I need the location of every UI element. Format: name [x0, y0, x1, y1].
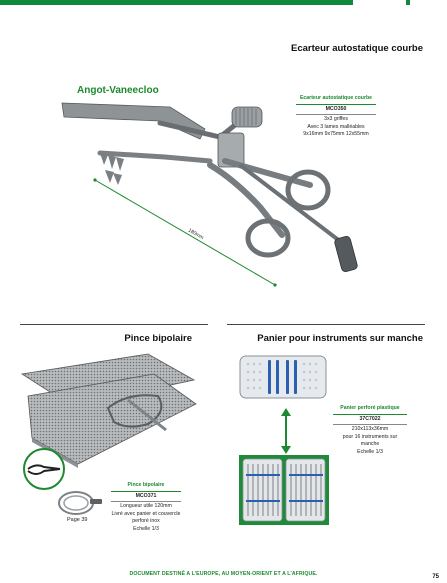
- top-brand-tick: [406, 0, 410, 5]
- basket-spec-heading: Panier perforé plastique: [333, 405, 407, 415]
- bipolar-tip-detail-icon: [23, 448, 65, 490]
- bipolar-spec-reference: MCO371: [111, 493, 181, 503]
- retractor-spec-box: Ecarteur autostatique courbe MCO350 3x3 …: [296, 95, 376, 139]
- basket-open-illustration: [239, 455, 329, 525]
- basket-section-title: Panier pour instruments sur manche: [257, 333, 423, 344]
- basket-spec-line: 210x113x36mm: [351, 426, 389, 433]
- retractor-section-title: Ecarteur autostatique courbe: [291, 43, 423, 54]
- bipolar-spec-line: Echelle 1/3: [133, 525, 159, 532]
- basket-spec-reference: 37C7022: [333, 416, 407, 426]
- bipolar-spec-heading: Pince bipolaire: [111, 482, 181, 492]
- top-brand-bar: [0, 0, 353, 5]
- retractor-spec-reference: MCO350: [296, 106, 376, 116]
- page-number: 75: [432, 574, 439, 580]
- basket-closed-illustration: [239, 355, 327, 399]
- bipolar-spec-line: Livré avec panier et couvercle: [111, 510, 181, 517]
- footer-disclaimer: DOCUMENT DESTINÉ A L'EUROPE, AU MOYEN-OR…: [129, 571, 318, 577]
- retractor-spec-line: Avec 3 lames malléables: [307, 123, 365, 130]
- bipolar-spec-box: Pince bipolaire MCO371 Longueur utile 12…: [111, 482, 181, 533]
- basket-spec-line: Echelle 1/3: [357, 448, 383, 455]
- bipolar-section-rule: [20, 324, 208, 325]
- bipolar-section-title: Pince bipolaire: [124, 333, 192, 344]
- retractor-spec-line: 9x16mm 9x75mm 12x55mm: [303, 131, 369, 138]
- bipolar-spec-line: Longueur utile 120mm: [120, 503, 172, 510]
- retractor-spec-heading: Ecarteur autostatique courbe: [296, 95, 376, 105]
- bipolar-cable-illustration: [58, 491, 102, 515]
- basket-section-rule: [227, 324, 425, 325]
- bipolar-page-reference: Page 39: [67, 517, 88, 523]
- basket-spec-box: Panier perforé plastique 37C7022 210x113…: [333, 405, 407, 456]
- open-close-arrow-icon: [281, 408, 291, 454]
- retractor-spec-line: 3x3 griffes: [324, 116, 348, 123]
- basket-spec-line: pour 16 instruments sur manche: [342, 433, 398, 448]
- retractor-illustration: 180mm: [61, 102, 358, 287]
- retractor-product-name: Angot-Vaneecloo: [77, 85, 159, 96]
- bipolar-spec-line: perforé inox: [132, 518, 160, 525]
